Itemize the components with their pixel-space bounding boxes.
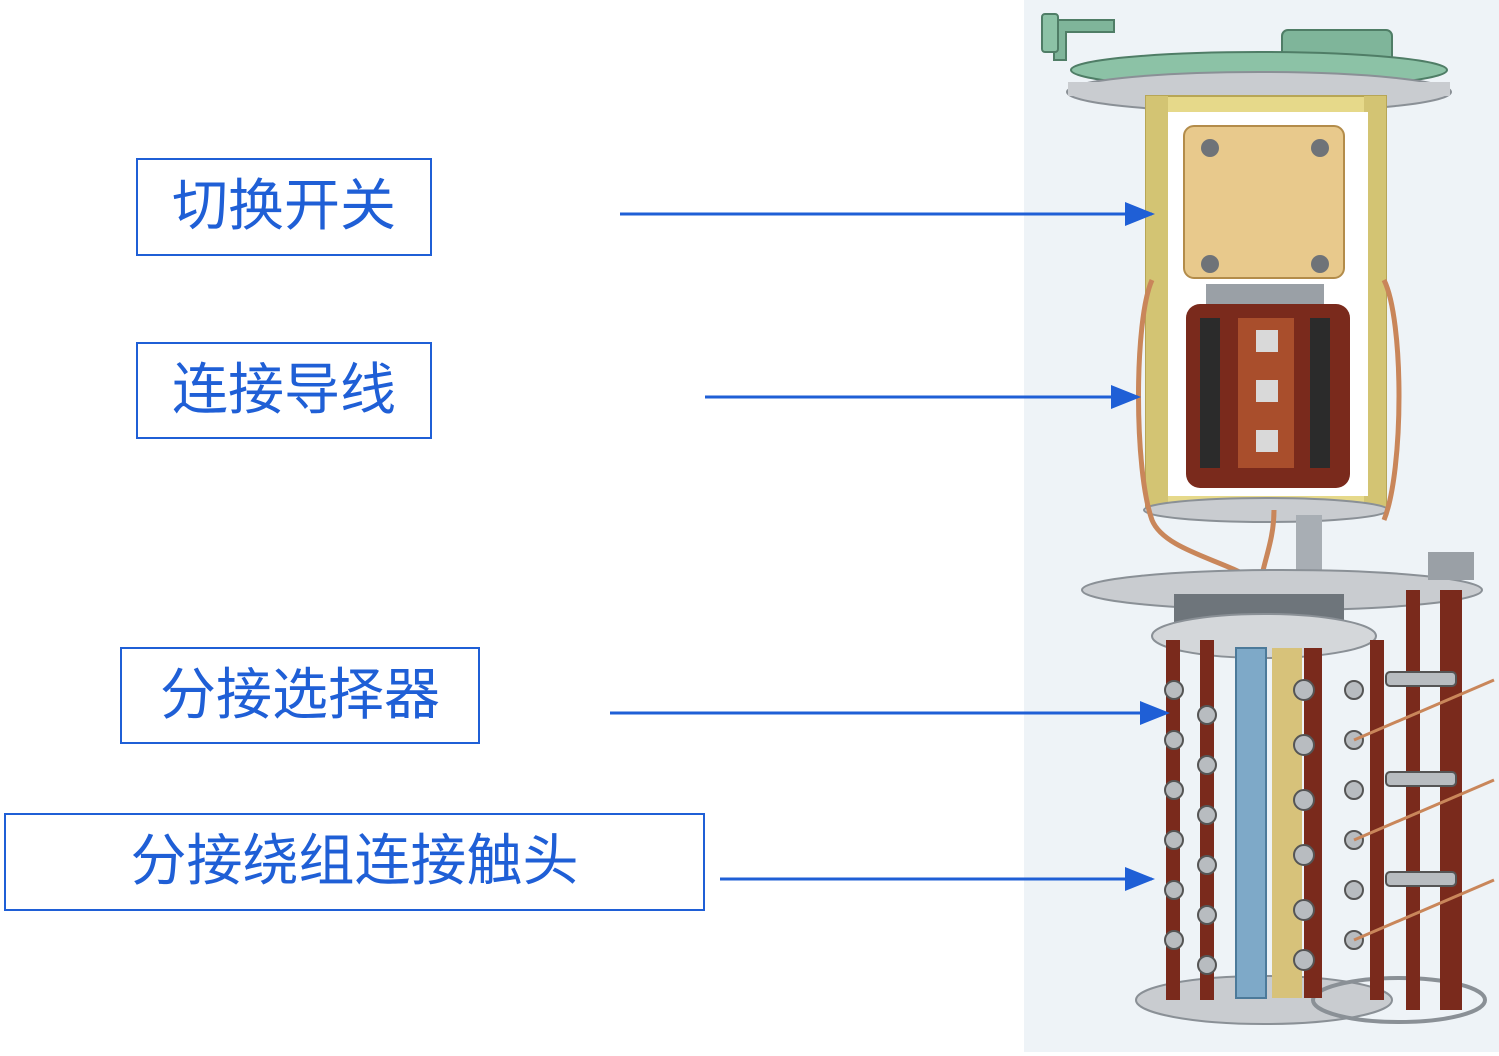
label-text: 分接绕组连接触头 [130,829,579,894]
on-load-tap-changer-illustration [1041,13,1495,1025]
label-text: 切换开关 [172,174,396,239]
label-text: 连接导线 [172,357,396,423]
tap-contacts [1164,671,1457,975]
label-connecting-lead: 连接导线 [136,342,432,439]
label-text: 分接选择器 [160,662,440,728]
selector-frame [1081,515,1487,1025]
label-tap-selector: 分接选择器 [120,647,480,744]
label-diverter-switch: 切换开关 [136,158,432,256]
photo-panel [1024,0,1499,1052]
contact-wires [1353,678,1495,942]
diverter-switch-inset [1168,112,1368,496]
label-tap-winding-contacts: 分接绕组连接触头 [4,813,705,911]
